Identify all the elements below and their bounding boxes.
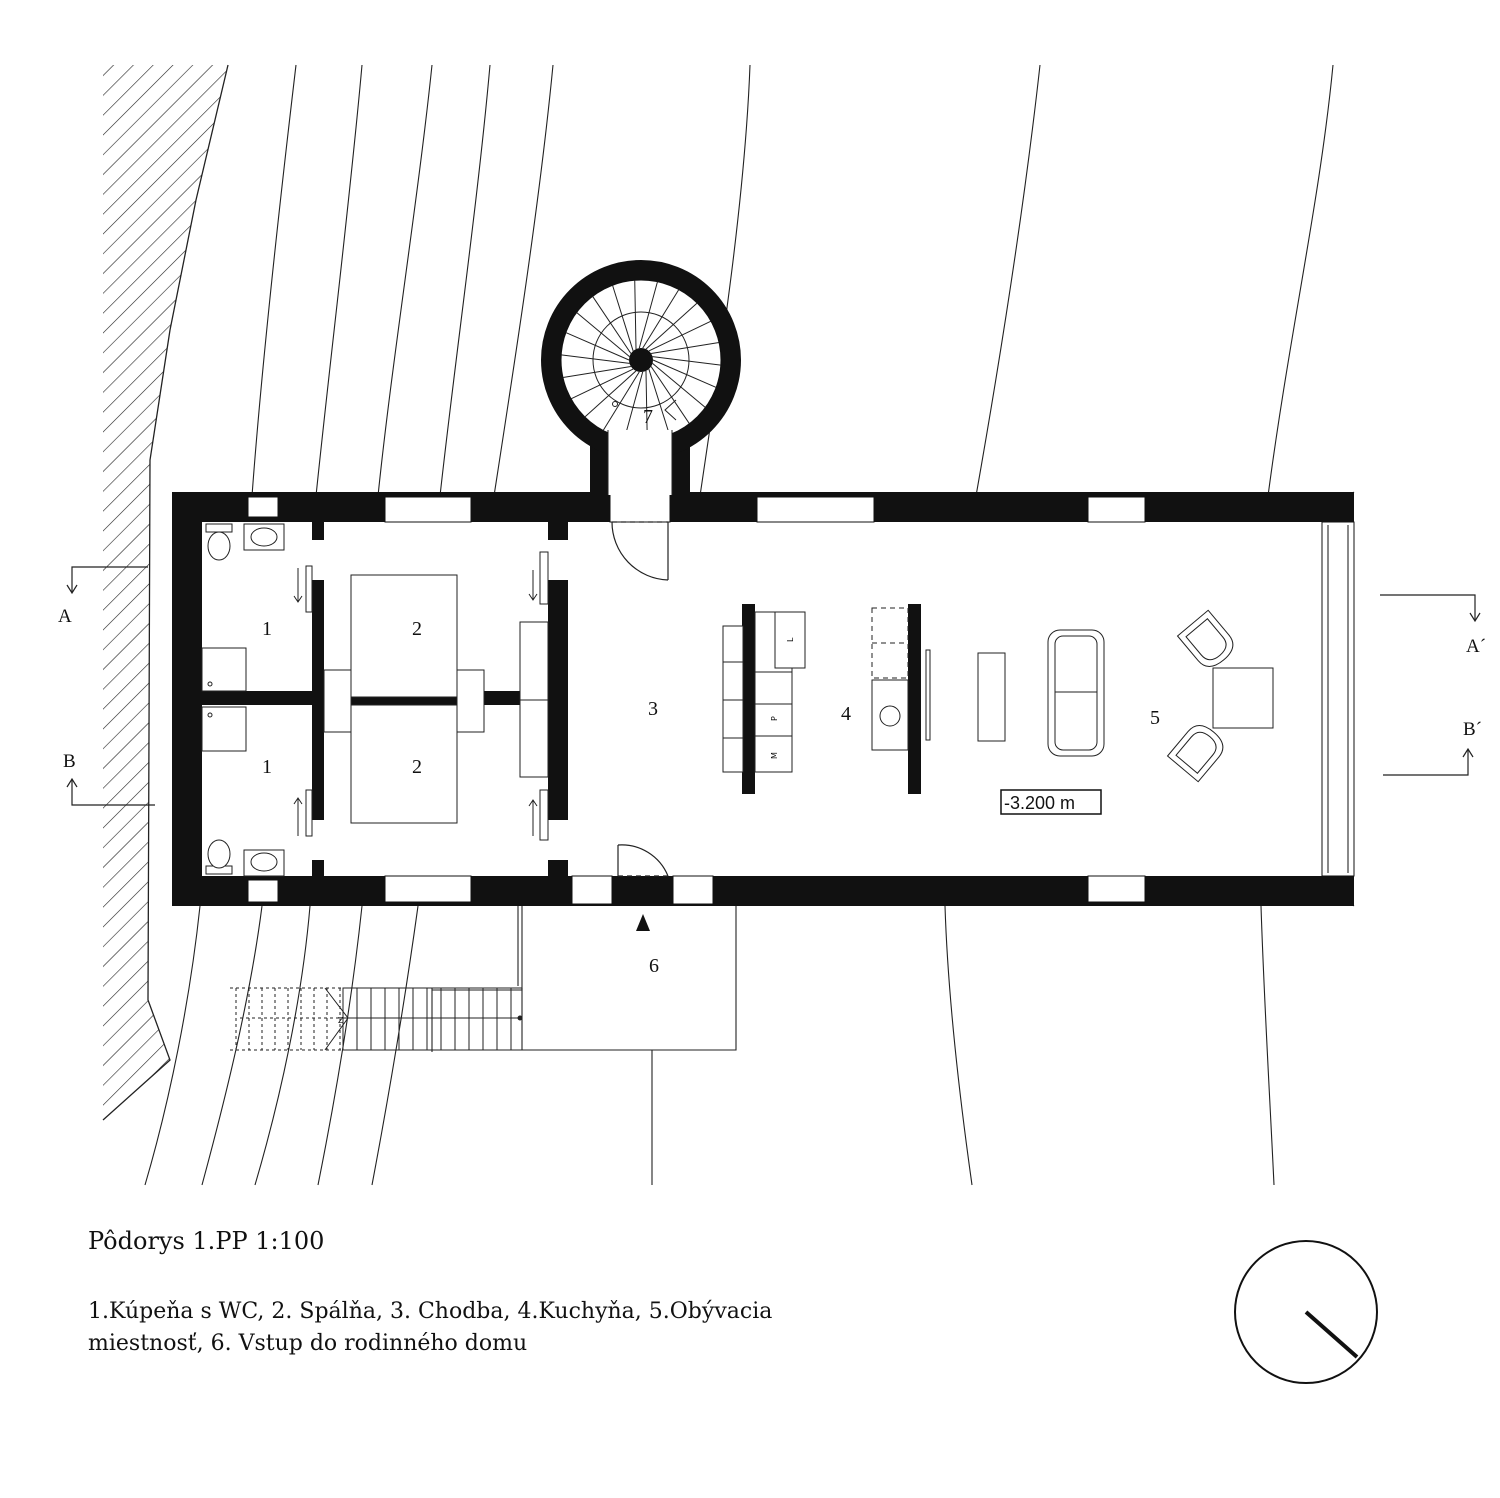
kitchen-furniture: [722, 607, 1006, 773]
stair-tread: [652, 362, 706, 408]
stair-tread: [648, 368, 670, 435]
stair-tread: [652, 359, 717, 388]
north-arrow-icon: [1234, 1240, 1378, 1384]
room-4-label: 4: [841, 703, 851, 725]
room-legend: 1.Kúpeňa s WC, 2. Spálňa, 3. Chodba, 4.K…: [88, 1299, 773, 1356]
room-1-top-label: 1: [262, 618, 272, 640]
room-2-bottom-label: 2: [412, 756, 422, 778]
stair-tread: [624, 371, 644, 439]
spiral-stair: [541, 260, 741, 495]
appliance-m-label: M: [770, 752, 779, 759]
stair-tread: [612, 285, 634, 352]
section-b-left-label: B: [63, 751, 76, 772]
entrance-landing: [431, 906, 737, 1052]
stair-tread: [651, 341, 720, 355]
bath-fixtures: [201, 523, 285, 877]
stair-tread: [638, 281, 658, 349]
section-markers: [66, 566, 1481, 806]
plan-title: Pôdorys 1.PP 1:100: [88, 1227, 325, 1255]
entrance-door[interactable]: [617, 844, 669, 877]
stair-direction-label: Z: [338, 1016, 344, 1025]
room-2-top-label: 2: [412, 618, 422, 640]
entry-triangle-icon: [636, 914, 650, 931]
stair-tread: [648, 320, 712, 352]
stair-tread: [562, 365, 631, 379]
stair-tread: [652, 356, 721, 366]
stair-tread: [570, 368, 634, 400]
windows: [247, 491, 1355, 905]
stair-tread: [602, 371, 640, 431]
sliding-doors: [293, 551, 549, 841]
section-a-left-label: A: [58, 606, 72, 627]
stair-tread: [592, 296, 632, 354]
room-5-label: 5: [1150, 707, 1160, 729]
terrain-hatch: [103, 65, 228, 1120]
exterior-stairs: [230, 987, 523, 1051]
living-furniture: [1047, 609, 1274, 783]
stair-tread: [584, 370, 637, 418]
room-6-label: 6: [649, 955, 659, 977]
stair-tread: [565, 332, 630, 361]
stair-tread: [645, 370, 648, 440]
room-7-label: 7: [643, 406, 653, 428]
stair-door[interactable]: [611, 521, 669, 581]
room-1-bottom-label: 1: [262, 756, 272, 778]
appliance-p-label: P: [770, 716, 779, 721]
stair-tread: [634, 280, 637, 350]
stair-tread: [642, 289, 680, 349]
stair-tread: [576, 312, 630, 358]
stair-tread: [561, 354, 630, 364]
stair-tread: [650, 366, 690, 424]
section-a-right-label: A´: [1466, 636, 1486, 657]
stair-tread: [645, 302, 698, 350]
bedroom-furniture: [323, 574, 549, 824]
section-b-right-label: B´: [1463, 719, 1482, 740]
elevation-label: -3.200 m: [1004, 793, 1075, 813]
elevation-tag: [1000, 789, 1102, 815]
room-3-label: 3: [648, 698, 658, 720]
appliance-l-label: L: [786, 637, 795, 642]
door-openings: [312, 540, 568, 860]
terrain-edge: [102, 64, 229, 1121]
